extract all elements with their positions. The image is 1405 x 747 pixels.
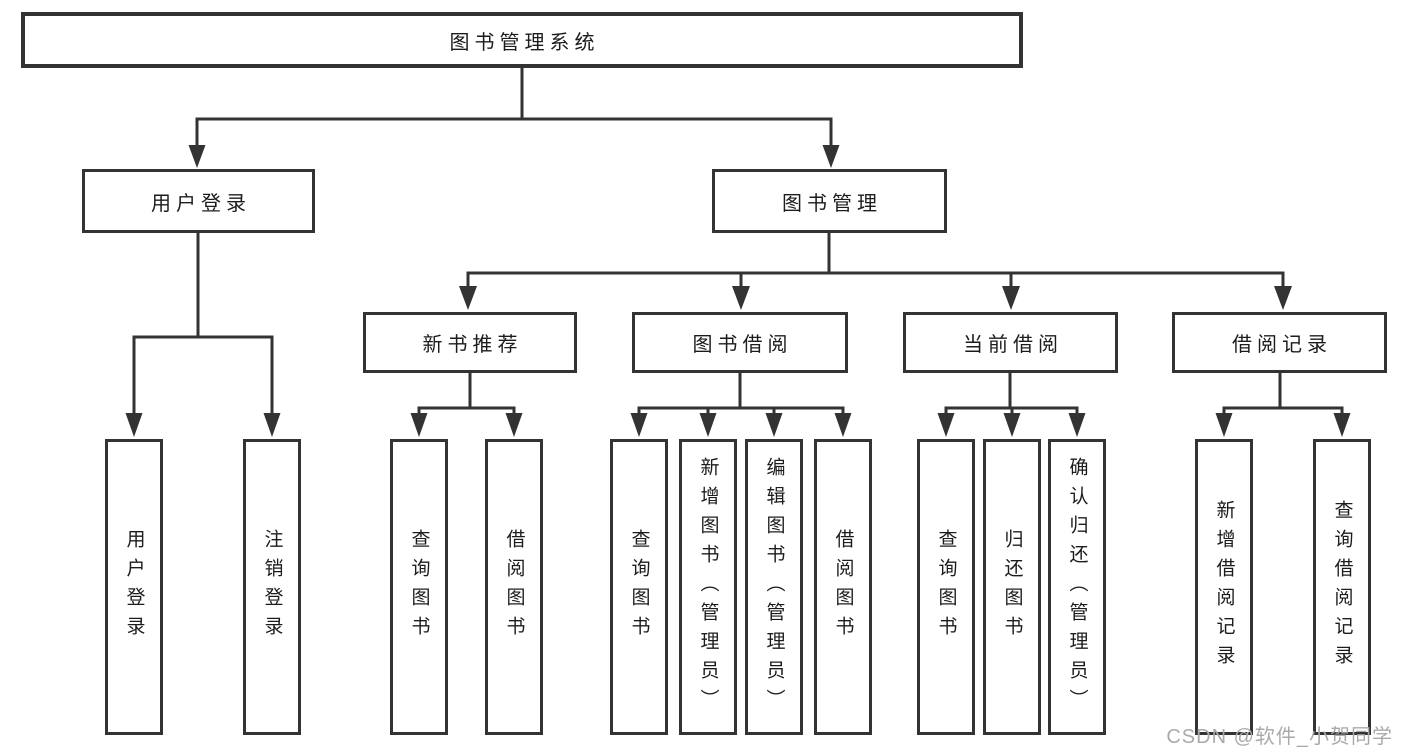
connector-new-book-branch [417, 373, 516, 415]
connector-current-borrow-branch [944, 373, 1079, 415]
node-label: 新增借阅记录 [1213, 500, 1235, 674]
node-leaf-query-book-3: 查询图书 [917, 439, 975, 735]
node-leaf-borrow-book-1: 借阅图书 [485, 439, 543, 735]
node-label: 查询图书 [935, 529, 957, 645]
connector-book-mgmt-branch [466, 233, 1285, 288]
node-label: 新书推荐 [422, 334, 523, 356]
node-label: 图书管理 [782, 192, 882, 215]
node-label: 借阅记录 [1232, 334, 1332, 356]
node-leaf-add-borrow-record: 新增借阅记录 [1195, 439, 1253, 735]
node-leaf-add-book-admin: 新增图书（管理员） [679, 439, 737, 735]
node-book-borrow: 图书借阅 [632, 312, 848, 373]
node-leaf-query-book-2: 查询图书 [610, 439, 668, 735]
node-book-management: 图书管理 [712, 169, 947, 233]
arrowheads-level3 [459, 286, 1292, 310]
node-leaf-borrow-book-2: 借阅图书 [814, 439, 872, 735]
node-label: 查询图书 [628, 529, 650, 645]
arrowheads-user-login-children [125, 413, 281, 437]
node-label: 新增图书（管理员） [697, 456, 719, 718]
node-new-book-recommend: 新书推荐 [363, 312, 577, 373]
node-label: 借阅图书 [832, 529, 854, 645]
connector-user-login-branch [132, 233, 274, 415]
arrowheads-borrow-record-children [1215, 413, 1351, 437]
connector-root-to-level2 [195, 68, 833, 147]
arrowheads-book-borrow-children [630, 413, 852, 437]
connector-book-borrow-branch [637, 373, 845, 415]
node-label: 当前借阅 [963, 334, 1063, 356]
node-leaf-query-book-1: 查询图书 [390, 439, 448, 735]
node-leaf-return-book: 归还图书 [983, 439, 1041, 735]
node-label: 查询图书 [408, 529, 430, 645]
csdn-watermark: CSDN @软件_小贺同学 [1166, 726, 1393, 747]
node-label: 图书管理系统 [449, 31, 600, 54]
node-label: 确认归还（管理员） [1066, 456, 1088, 718]
arrowheads-current-borrow-children [937, 413, 1086, 437]
node-leaf-user-login: 用户登录 [105, 439, 163, 735]
node-leaf-confirm-return-admin: 确认归还（管理员） [1048, 439, 1106, 735]
node-leaf-edit-book-admin: 编辑图书（管理员） [745, 439, 803, 735]
node-leaf-query-borrow-record: 查询借阅记录 [1313, 439, 1371, 735]
node-user-login: 用户登录 [82, 169, 315, 233]
connector-borrow-record-branch [1222, 373, 1344, 415]
node-label: 图书借阅 [692, 334, 793, 356]
arrowheads-level2 [188, 145, 840, 168]
node-label: 归还图书 [1001, 529, 1023, 645]
node-label: 借阅图书 [503, 529, 525, 645]
node-system-title: 图书管理系统 [21, 12, 1023, 68]
node-label: 用户登录 [151, 192, 251, 215]
node-label: 编辑图书（管理员） [763, 456, 785, 718]
node-label: 用户登录 [123, 529, 145, 645]
node-current-borrow: 当前借阅 [903, 312, 1118, 373]
node-label: 注销登录 [261, 529, 283, 645]
arrowheads-new-book-children [410, 413, 523, 437]
node-label: 查询借阅记录 [1331, 500, 1353, 674]
node-borrow-record: 借阅记录 [1172, 312, 1387, 373]
node-leaf-logout: 注销登录 [243, 439, 301, 735]
